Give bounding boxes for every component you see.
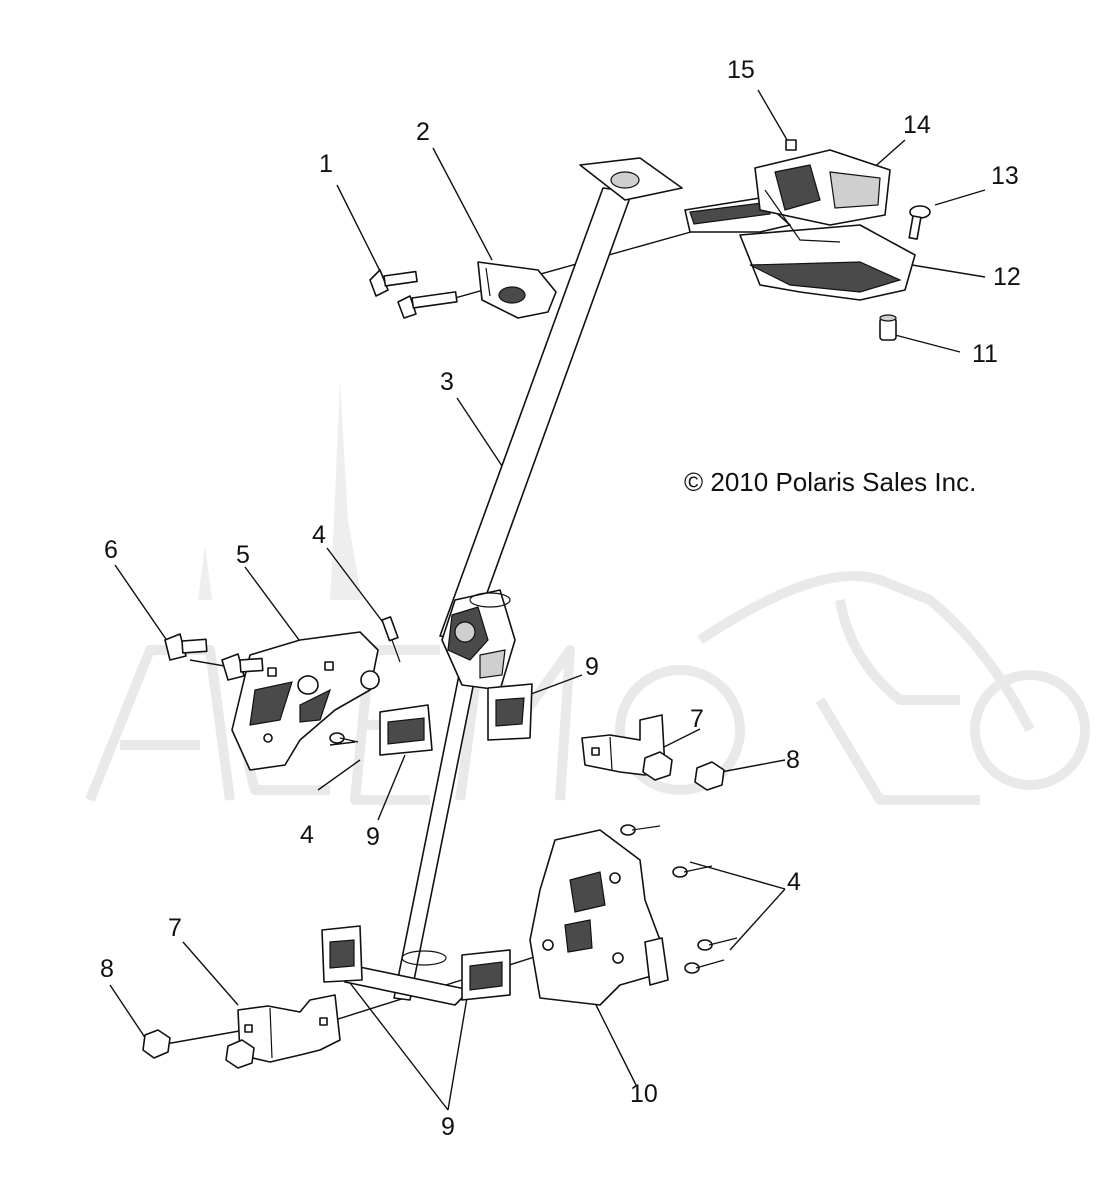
callout-4-b: 4 — [300, 821, 314, 849]
handlebar-pod — [684, 149, 916, 301]
rivets-4-right — [620, 824, 738, 974]
callout-7-b: 7 — [168, 914, 182, 942]
bolt-1 — [369, 269, 418, 297]
bolt-1b — [397, 291, 458, 319]
callout-15: 15 — [727, 56, 755, 84]
callout-labels: 1 2 3 4 4 4 5 6 7 7 8 8 9 9 9 10 11 12 1… — [100, 56, 1021, 1141]
bushing-9-right — [487, 683, 533, 741]
callout-4-a: 4 — [312, 521, 326, 549]
callout-4-c: 4 — [787, 868, 801, 896]
screw-13 — [908, 205, 931, 240]
callout-5: 5 — [236, 541, 250, 569]
callout-9-a: 9 — [585, 653, 599, 681]
bushing-9-left — [379, 704, 433, 756]
bearing-strap-7-lower — [237, 994, 341, 1063]
washers — [297, 670, 380, 695]
rivet-4-upper — [381, 616, 401, 663]
callout-8-a: 8 — [786, 746, 800, 774]
lower-bracket-10 — [529, 829, 669, 1006]
callout-8-b: 8 — [100, 955, 114, 983]
nut-8-lower — [142, 1029, 255, 1069]
bushing-9-low-left — [321, 925, 363, 983]
callout-7-a: 7 — [690, 705, 704, 733]
callout-14: 14 — [903, 111, 931, 139]
callout-11: 11 — [972, 340, 998, 368]
push-nut-11 — [879, 314, 897, 341]
rivet-4-left — [329, 732, 359, 744]
copyright-notice: © 2010 Polaris Sales Inc. — [684, 467, 976, 497]
mounting-bracket-5 — [231, 631, 379, 771]
callout-10: 10 — [630, 1080, 658, 1108]
u-joint — [441, 589, 516, 691]
callout-3: 3 — [440, 368, 454, 396]
callout-1: 1 — [319, 150, 333, 178]
nut-8-upper — [642, 751, 725, 791]
screw-15 — [785, 139, 797, 151]
flange-bolt-6 — [164, 633, 264, 681]
steering-clamp — [477, 261, 557, 319]
callout-9-c: 9 — [441, 1113, 455, 1141]
callout-13: 13 — [991, 162, 1019, 190]
callout-12: 12 — [993, 263, 1021, 291]
callout-6: 6 — [104, 536, 118, 564]
callout-9-b: 9 — [366, 823, 380, 851]
bushing-9-low-right — [461, 949, 511, 1001]
callout-2: 2 — [416, 118, 430, 146]
